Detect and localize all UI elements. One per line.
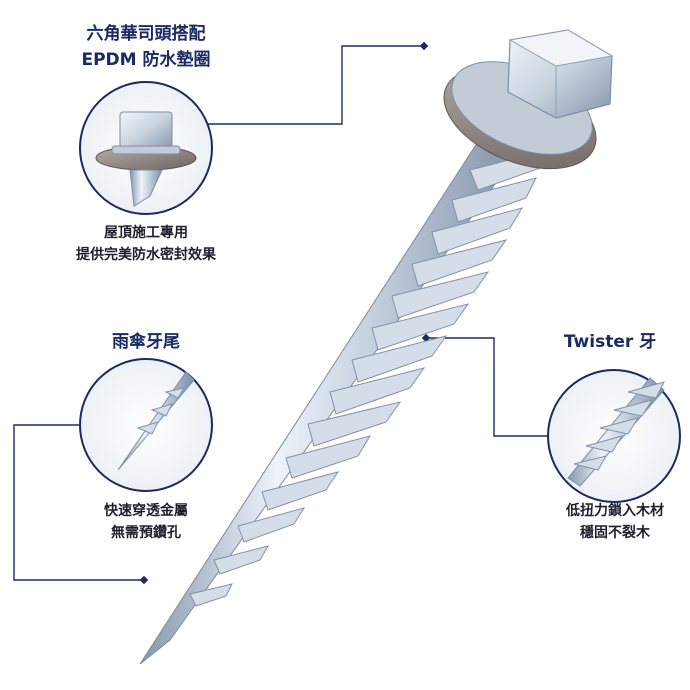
detail-circle-thread <box>547 369 681 503</box>
detail-circle-head <box>79 81 213 215</box>
head-title-line1: 六角華司頭搭配 <box>86 24 206 44</box>
leader-dot-head <box>419 41 429 51</box>
leader-line-thread <box>426 337 550 437</box>
leader-line-head <box>146 45 424 125</box>
main-screw <box>139 29 614 665</box>
head-desc-line1: 屋頂施工專用 <box>104 225 188 241</box>
detail-circle-tip <box>79 358 213 492</box>
leader-line-tip <box>13 424 144 581</box>
tip-desc-line2: 無需預鑽孔 <box>111 525 181 541</box>
thread-desc-line2: 穩固不裂木 <box>580 525 650 541</box>
tip-desc-line1: 快速穿透金屬 <box>104 503 188 519</box>
leader-lines <box>13 45 550 581</box>
head-desc-line2: 提供完美防水密封效果 <box>76 247 216 263</box>
screw-threads <box>189 149 549 607</box>
head-title-line2: EPDM 防水墊圈 <box>81 50 211 70</box>
tip-title: 雨傘牙尾 <box>112 332 180 352</box>
thread-desc-line1: 低扭力鎖入木材 <box>566 503 664 519</box>
leader-dot-tip <box>139 575 149 585</box>
thread-title: Twister 牙 <box>563 332 657 352</box>
